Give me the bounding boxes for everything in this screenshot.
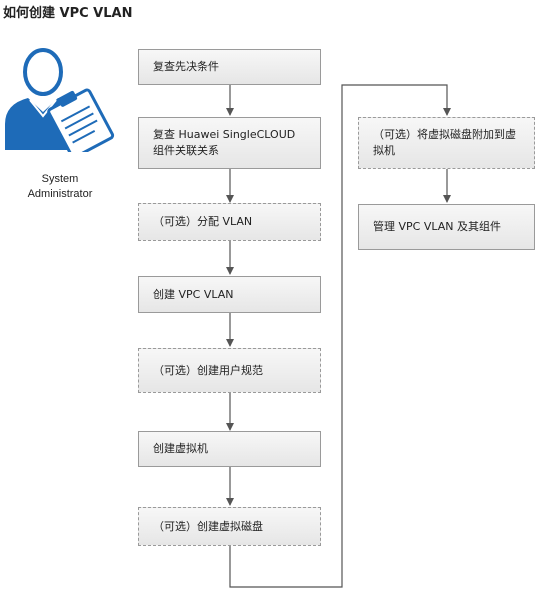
step-label: （可选）创建用户规范	[153, 363, 263, 377]
administrator-icon	[5, 48, 115, 152]
step-label: 管理 VPC VLAN 及其组件	[373, 220, 501, 233]
step-label: 复查 Huawei SingleCLOUD 组件关联关系	[153, 128, 296, 157]
step-review-component-relations[interactable]: 复查 Huawei SingleCLOUD 组件关联关系	[138, 117, 321, 169]
step-create-vm[interactable]: 创建虚拟机	[138, 431, 321, 467]
step-manage-vpc-vlan[interactable]: 管理 VPC VLAN 及其组件	[358, 204, 535, 250]
step-review-prerequisites[interactable]: 复查先决条件	[138, 49, 321, 85]
step-attach-disk-to-vm[interactable]: （可选）将虚拟磁盘附加到虚拟机	[358, 117, 535, 169]
step-create-virtual-disk[interactable]: （可选）创建虚拟磁盘	[138, 507, 321, 546]
step-label: 创建虚拟机	[153, 442, 208, 455]
step-label: （可选）将虚拟磁盘附加到虚拟机	[373, 128, 516, 157]
step-label: 复查先决条件	[153, 60, 219, 73]
actor-label: System Administrator	[0, 172, 120, 202]
step-create-vpc-vlan[interactable]: 创建 VPC VLAN	[138, 276, 321, 313]
step-create-user-spec[interactable]: （可选）创建用户规范	[138, 348, 321, 393]
diagram-title: 如何创建 VPC VLAN	[3, 6, 133, 21]
step-label: 创建 VPC VLAN	[153, 287, 234, 301]
actor-label-line2: Administrator	[27, 188, 93, 200]
step-label: （可选）创建虚拟磁盘	[153, 519, 263, 533]
step-label: （可选）分配 VLAN	[153, 215, 253, 228]
step-allocate-vlan[interactable]: （可选）分配 VLAN	[138, 203, 321, 241]
actor-label-line1: System	[41, 173, 79, 185]
